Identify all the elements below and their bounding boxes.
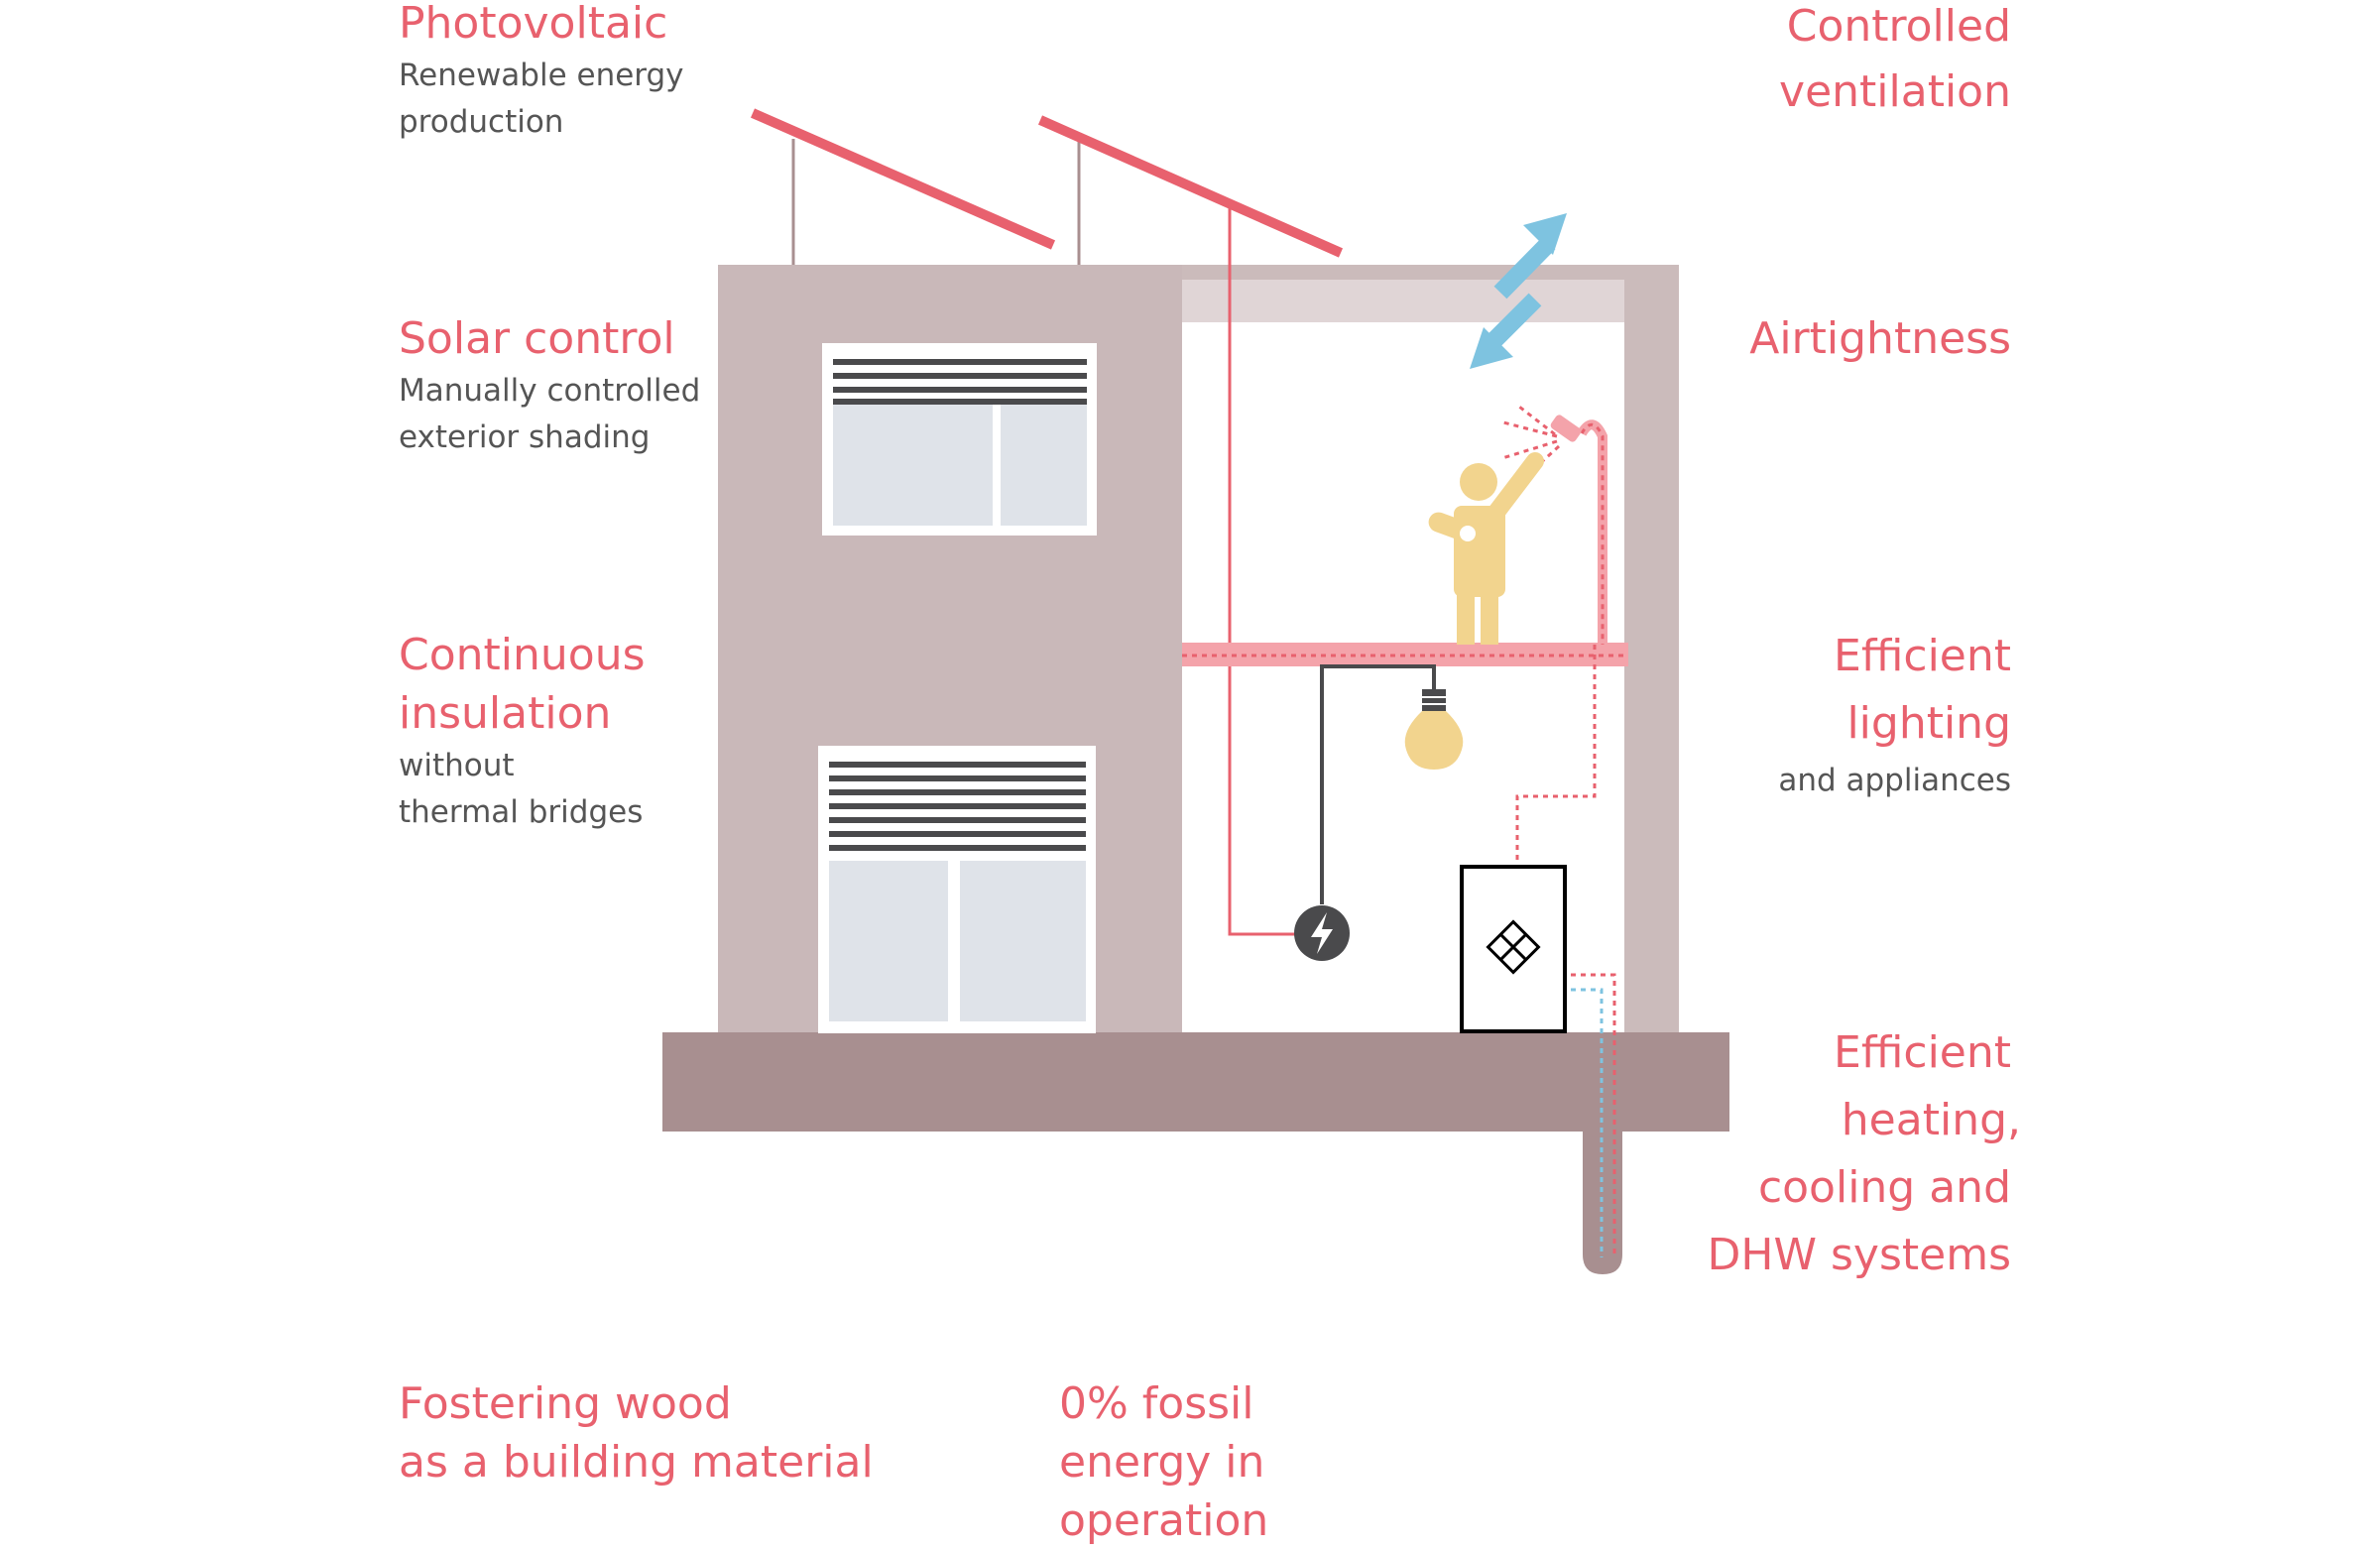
- foundation: [662, 1032, 1729, 1274]
- ventilation-arrow-icon: [1470, 213, 1567, 369]
- light-bulb-icon: [1320, 664, 1464, 904]
- efficient-heating-title: Efficient heating, cooling and DHW syste…: [1707, 1027, 2021, 1280]
- shower-spray-icon: [1498, 405, 1561, 488]
- photovoltaic-subtitle: Renewable energy production: [399, 58, 684, 140]
- airtightness-label: Airtightness: [1749, 309, 2011, 368]
- controlled-ventilation-title: Controlled ventilation: [1779, 1, 2011, 117]
- fostering-wood-title: Fostering wood as a building material: [399, 1378, 874, 1488]
- fossil-energy-title: 0% fossil energy in operation: [1059, 1378, 1269, 1546]
- fossil-energy-label: 0% fossil energy in operation: [1059, 1374, 1268, 1550]
- solar-control-title: Solar control: [399, 313, 675, 364]
- shower-head-icon: [1550, 415, 1582, 442]
- lower-window-icon: [818, 746, 1096, 1033]
- efficient-lighting-subtitle: and appliances: [1778, 763, 2011, 798]
- electric-meter-icon: [1294, 905, 1350, 961]
- continuous-insulation-label: Continuous insulation without thermal br…: [399, 626, 646, 836]
- solar-control-label: Solar control Manually controlled exteri…: [399, 309, 700, 461]
- airtightness-title: Airtightness: [1749, 313, 2011, 364]
- pv-wire: [1228, 206, 1299, 936]
- person-icon: [1428, 452, 1544, 645]
- continuous-insulation-subtitle: without thermal bridges: [399, 748, 644, 830]
- efficient-lighting-title: Efficient lighting: [1834, 631, 2011, 749]
- photovoltaic-title: Photovoltaic: [399, 0, 668, 49]
- fostering-wood-label: Fostering wood as a building material: [399, 1374, 874, 1491]
- upper-window-icon: [822, 343, 1097, 536]
- solar-panel-icon: [750, 108, 1344, 265]
- controlled-ventilation-label: Controlled ventilation: [1779, 0, 2011, 125]
- efficient-lighting-label: Efficient lighting and appliances: [1778, 623, 2011, 804]
- heating-pipes: [1515, 419, 1616, 1257]
- floor-slab: [1182, 643, 1628, 666]
- photovoltaic-label: Photovoltaic Renewable energy production: [399, 0, 684, 146]
- solar-control-subtitle: Manually controlled exterior shading: [399, 373, 701, 455]
- continuous-insulation-title: Continuous insulation: [399, 630, 646, 739]
- heat-pump-icon: [1460, 865, 1567, 1033]
- efficient-heating-label: Efficient heating, cooling and DHW syste…: [1707, 1019, 2021, 1289]
